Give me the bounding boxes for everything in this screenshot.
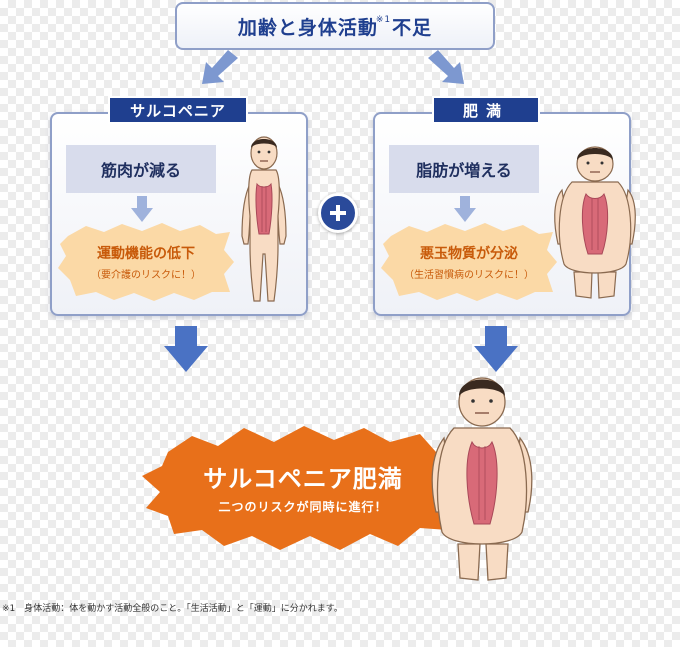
thin-man-figure [241, 136, 287, 302]
plus-icon [318, 193, 358, 233]
result-title: サルコペニア肥満 [203, 465, 403, 493]
arrow-to-sarcopenia-icon [202, 50, 238, 84]
sarcopenia-effect-burst [58, 223, 234, 301]
obesity-effect-text: 悪玉物質が分泌 （生活習慣病のリスクに！） [381, 222, 557, 302]
large-fat-man-figure [431, 377, 533, 581]
lifestyle-risk-note: （生活習慣病のリスクに！） [404, 270, 534, 281]
obesity-label: 肥満 [432, 96, 540, 124]
care-risk-note: （要介護のリスクに！） [91, 270, 201, 281]
result-text: サルコペニア肥満 二つのリスクが同時に進行！ [168, 445, 438, 529]
bad-substance-label: 悪玉物質が分泌 [420, 246, 518, 262]
fat-man-figure [554, 146, 636, 299]
title-text-end: 不足 [392, 16, 433, 39]
motor-decline-label: 運動機能の低下 [97, 246, 195, 262]
down-arrow-right-icon [474, 326, 518, 372]
sarcopenia-effect-text: 運動機能の低下 （要介護のリスクに！） [58, 222, 234, 302]
arrow-to-obesity-icon [428, 50, 464, 84]
down-arrow-small-icon-right [454, 196, 476, 222]
title-text: 加齢と身体活動 [237, 16, 378, 39]
obesity-effect-burst [381, 223, 557, 301]
footnote: ※1 身体活動：体を動かす活動全般のこと。「生活活動」と「運動」に分かれます。 [2, 604, 343, 614]
down-arrow-left-icon [164, 326, 208, 372]
result-burst [142, 426, 460, 550]
muscle-decrease-box: 筋肉が減る [66, 145, 216, 193]
down-arrow-small-icon [131, 196, 153, 222]
fat-increase-box: 脂肪が増える [389, 145, 539, 193]
result-subtitle: 二つのリスクが同時に進行！ [218, 500, 388, 514]
sarcopenia-label: サルコペニア [108, 96, 248, 124]
footnote-mark: ※1 [375, 15, 392, 25]
